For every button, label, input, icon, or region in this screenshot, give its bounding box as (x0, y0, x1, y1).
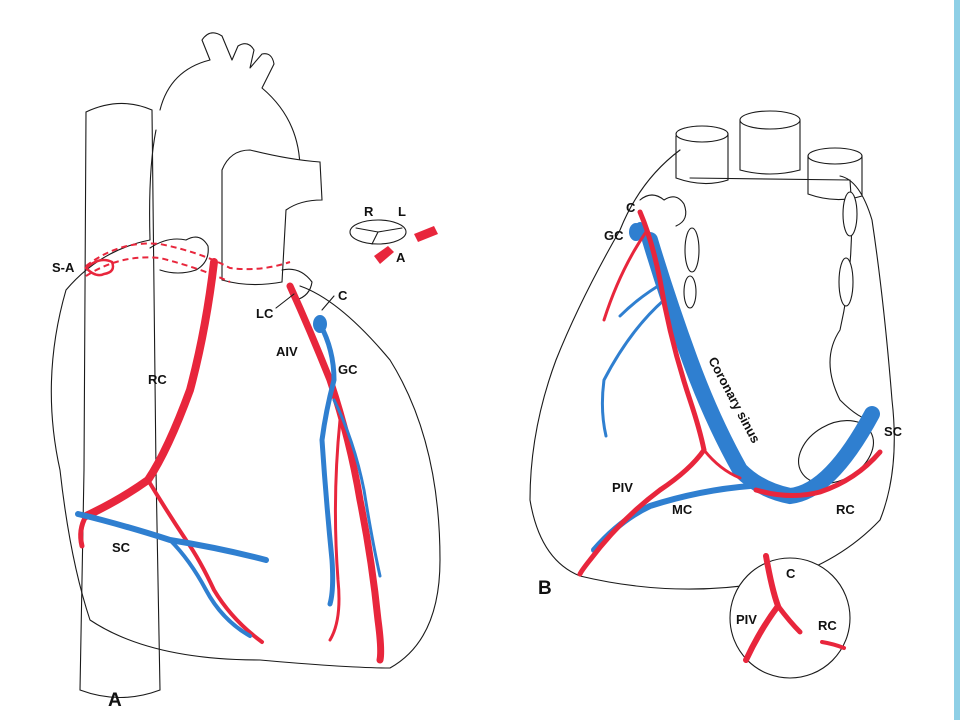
valve-line-3 (371, 231, 379, 245)
valve-line-2 (377, 227, 403, 233)
rc-artery-b (753, 449, 883, 499)
vessel-cylinder-3-top (807, 147, 863, 165)
label-b-c: C (626, 200, 636, 215)
label-aiv: AIV (276, 344, 298, 359)
gc-vein-b-origin (629, 223, 643, 241)
valve-vessel-l (414, 226, 438, 242)
pulmonary-vein-3 (842, 191, 858, 237)
vessel-cylinder-2-top (739, 110, 801, 130)
label-b-mc: MC (672, 502, 693, 517)
pulmonary-vein-1 (684, 227, 700, 273)
inset-label-rc: RC (818, 618, 837, 633)
slide-right-border (954, 0, 960, 720)
figure-a: S-A RC SC LC C AIV GC R L A A (50, 32, 441, 711)
valve-label-a: A (396, 250, 406, 265)
leader-lc (275, 293, 295, 309)
pulmonary-vein-4 (838, 257, 854, 307)
inset-label-c: C (786, 566, 796, 581)
circumflex-artery-b (637, 209, 707, 453)
inset-rc-artery (820, 640, 846, 650)
leader-c (321, 295, 335, 311)
pulmonary-vein-2 (683, 275, 697, 309)
vessel-cylinder-1-top (675, 125, 729, 143)
label-gc: GC (338, 362, 358, 377)
auricle-outline (639, 194, 687, 227)
artery-branch-b (602, 230, 648, 322)
rc-branch-artery (146, 478, 264, 644)
gc-vein-origin (313, 315, 327, 333)
aortic-arch-outline (159, 32, 301, 171)
valve-label-l: L (398, 204, 406, 219)
left-appendage-outline (281, 268, 313, 301)
valve-label-r: R (364, 204, 374, 219)
inset-label-piv: PIV (736, 612, 757, 627)
label-sc: SC (112, 540, 131, 555)
vein-branch-b-1 (600, 298, 666, 438)
piv-artery (577, 447, 707, 577)
valve-line-1 (355, 227, 379, 233)
inset-branch-artery (775, 603, 803, 635)
valve-inset: R L A (349, 204, 438, 265)
coronary-sinus-vein (642, 232, 880, 505)
label-c: C (338, 288, 348, 303)
label-b-gc: GC (604, 228, 624, 243)
right-atrium-outline (149, 236, 209, 274)
aiv-branch-artery (328, 418, 342, 642)
label-b-sc: SC (884, 424, 903, 439)
piv-branch-artery (702, 448, 742, 480)
sc-vein-branch (168, 538, 252, 638)
vena-cava-outline (79, 102, 161, 699)
label-rc: RC (148, 372, 167, 387)
gc-vein (317, 321, 337, 607)
panel-label-b: B (538, 578, 552, 599)
pulmonary-trunk-outline (221, 149, 323, 286)
label-b-rc: RC (836, 502, 855, 517)
label-lc: LC (256, 306, 274, 321)
crux-inset: C PIV RC (729, 553, 851, 679)
rc-artery (82, 258, 218, 520)
label-b-piv: PIV (612, 480, 633, 495)
sa-node-loop (84, 258, 115, 277)
panel-label-a: A (108, 690, 122, 711)
label-sa: S-A (52, 260, 75, 275)
vein-branch-b-2 (618, 278, 670, 318)
aiv-artery (286, 282, 385, 664)
figure-b: C GC Coronary sinus SC PIV MC RC C PIV R… (529, 110, 903, 679)
valve-vessel-a (374, 246, 394, 264)
heart-b-outline (529, 149, 895, 590)
mc-vein (591, 483, 753, 553)
gc-vein-branch (332, 398, 382, 578)
